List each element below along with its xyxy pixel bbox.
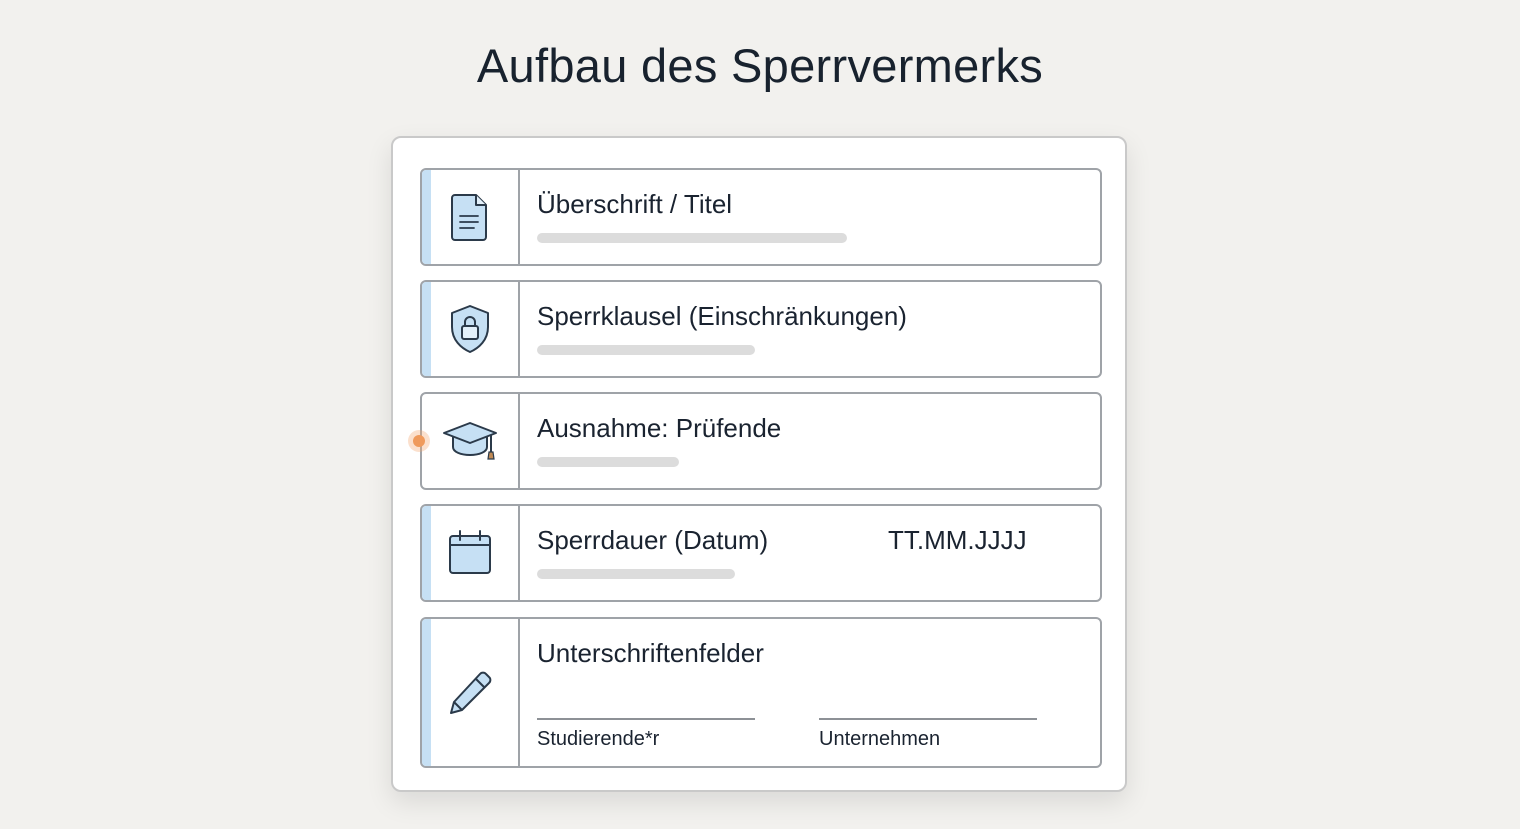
placeholder-bar (537, 233, 847, 243)
row-accent (422, 282, 431, 376)
signature-line-company (819, 718, 1037, 720)
graduation-cap-icon (441, 418, 499, 464)
row-label: Sperrdauer (Datum) (537, 525, 769, 555)
signature-label-company: Unternehmen (819, 728, 941, 750)
row-restriction-clause: Sperrklausel (Einschränkungen) (420, 280, 1102, 378)
placeholder-bar (537, 569, 735, 579)
diagram-title: Aufbau des Sperrvermerks (476, 39, 1044, 92)
signature-label-student: Studierende*r (537, 728, 660, 750)
calendar-icon (447, 529, 493, 577)
placeholder-bar (537, 457, 679, 467)
sperrvermerk-card: Überschrift / Titel Sperrklausel (Einsch… (391, 136, 1127, 792)
pen-icon (447, 670, 493, 716)
row-icon-cell (422, 394, 520, 488)
row-accent (422, 506, 431, 600)
signature-line-student (537, 718, 755, 720)
row-title: Überschrift / Titel (420, 168, 1102, 266)
row-label: Überschrift / Titel (537, 189, 733, 219)
row-exception-examiners: Ausnahme: Prüfende (420, 392, 1102, 490)
row-icon-cell (422, 506, 520, 600)
row-label: Sperrklausel (Einschränkungen) (537, 301, 907, 331)
row-label: Unterschriftenfelder (537, 638, 764, 668)
row-icon-cell (422, 619, 520, 766)
row-lock-period: Sperrdauer (Datum) TT.MM.JJJJ (420, 504, 1102, 602)
date-placeholder: TT.MM.JJJJ (888, 525, 1027, 555)
shield-lock-icon (448, 303, 492, 355)
row-label: Ausnahme: Prüfende (537, 413, 782, 443)
placeholder-bar (537, 345, 755, 355)
highlight-marker-dot (408, 430, 430, 452)
row-icon-cell (422, 282, 520, 376)
row-signature-fields: Unterschriftenfelder Studierende*r Unter… (420, 617, 1102, 768)
document-icon (450, 192, 490, 242)
row-accent (422, 619, 431, 766)
row-icon-cell (422, 170, 520, 264)
row-accent (422, 170, 431, 264)
